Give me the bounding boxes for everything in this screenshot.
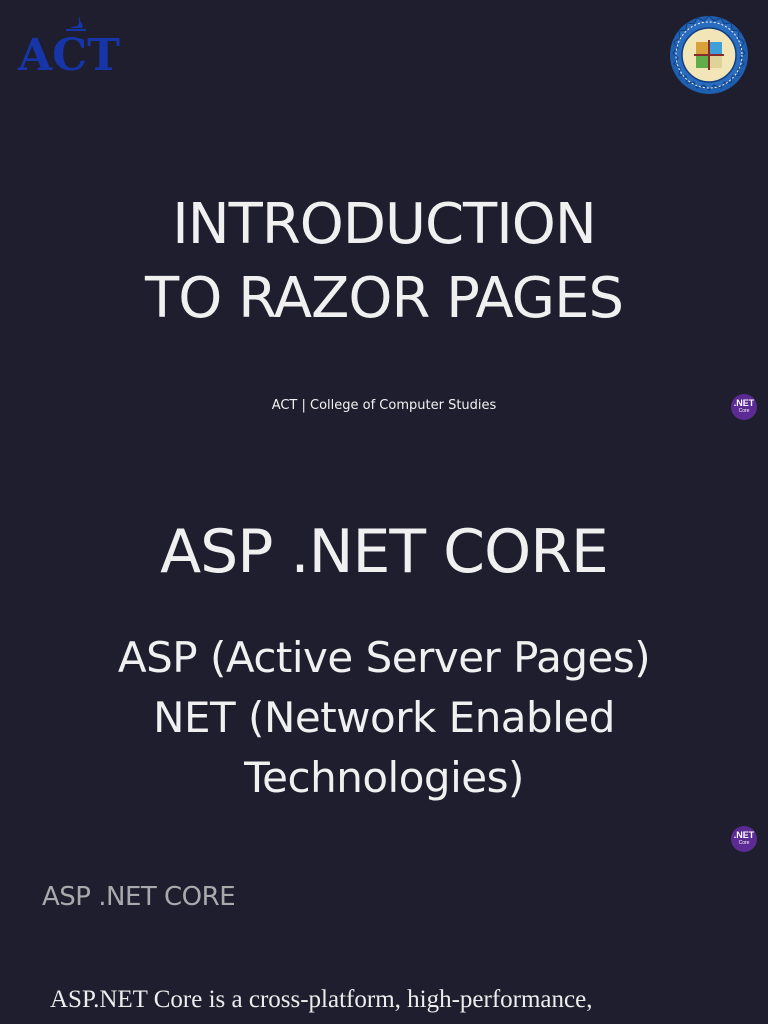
act-logo: ACT bbox=[18, 14, 134, 84]
college-seal-icon bbox=[670, 15, 748, 94]
badge-sub-label: Core bbox=[738, 840, 750, 846]
page-title: INTRODUCTION TO RAZOR PAGES bbox=[0, 188, 768, 336]
subtitle-line-1: ASP (Active Server Pages) bbox=[117, 633, 651, 682]
flame-icon bbox=[66, 16, 86, 31]
subtitle-line-2: NET (Network Enabled bbox=[153, 693, 615, 742]
slide-heading: ASP .NET CORE bbox=[160, 517, 609, 587]
slide-subtitle: ASP (Active Server Pages) NET (Network E… bbox=[0, 628, 768, 808]
body-paragraph: ASP.NET Core is a cross-platform, high-p… bbox=[50, 986, 593, 1013]
badge-main-label: .NET bbox=[733, 830, 755, 840]
dotnet-core-icon: .NET Core bbox=[731, 826, 757, 852]
slide-footer: ACT | College of Computer Studies bbox=[271, 398, 497, 413]
section-label: ASP .NET CORE bbox=[42, 882, 236, 912]
act-logo-text: ACT bbox=[18, 30, 120, 81]
badge-main-label: .NET bbox=[733, 398, 755, 408]
title-line-1: INTRODUCTION bbox=[172, 192, 597, 257]
dotnet-core-icon: .NET Core bbox=[731, 394, 757, 420]
badge-sub-label: Core bbox=[738, 408, 750, 414]
subtitle-line-3: Technologies) bbox=[244, 753, 524, 802]
title-line-2: TO RAZOR PAGES bbox=[144, 266, 624, 331]
